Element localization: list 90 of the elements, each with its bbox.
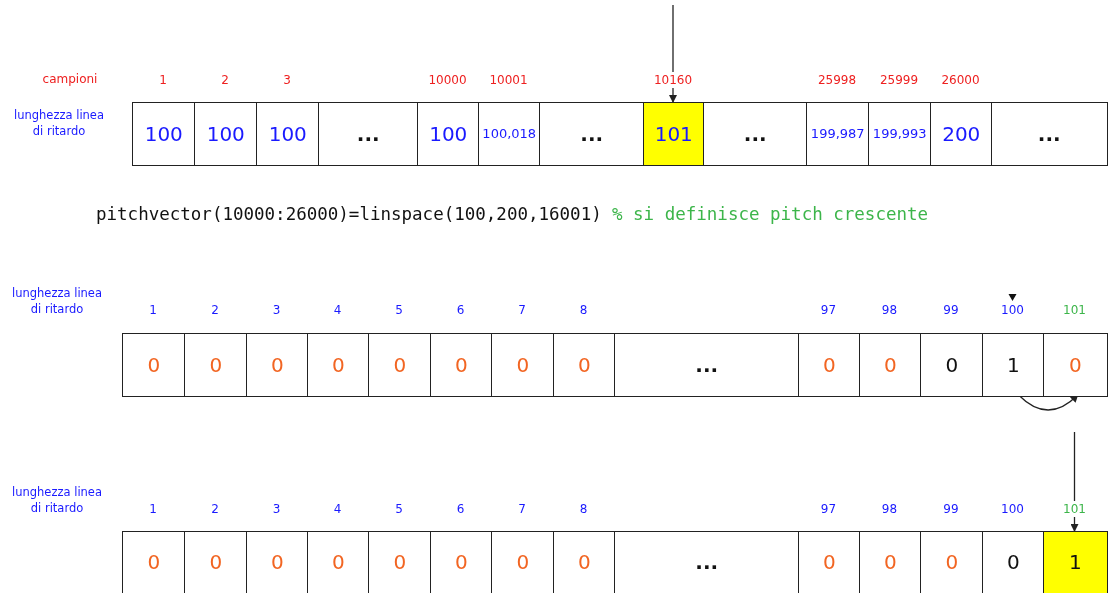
cell-value: 199,993 [872,126,927,142]
array-cell [539,102,645,166]
cell-value: 100 [144,121,183,146]
array-cell [859,333,922,397]
code-text: pitchvector(10000:26000)=linspace(100,200,16001) [96,204,602,224]
array-cell [614,531,800,593]
array-cell [256,102,320,166]
array-cell [184,531,248,593]
array-cell [307,333,370,397]
array-cell [553,531,616,593]
cell-value: 0 [1068,352,1082,377]
cell-value: 200 [942,121,981,146]
row-heading: lunghezza linea di ritardo [13,107,105,139]
cell-value: 100 [206,121,245,146]
array-cell [920,531,984,593]
array-cell [614,333,800,397]
cell-value: 0 [577,352,591,377]
cell-value: 0 [393,352,407,377]
array-cell [122,531,186,593]
array-cell [703,102,808,166]
cell-value: 0 [577,550,591,575]
code-comment: % si definisce pitch crescente [612,204,929,224]
cell-value: 0 [331,550,345,575]
cell-value: 0 [209,352,223,377]
cell-value: 100 [429,121,468,146]
row-heading: campioni [41,72,99,86]
cell-value: 0 [209,550,223,575]
array-cell [478,102,541,166]
array-cell [318,102,419,166]
array-cell [368,531,432,593]
array-cell [868,102,932,166]
cell-value: 100 [268,121,307,146]
cell-value: 1 [1068,550,1082,575]
cell-value: 0 [516,352,530,377]
array-cell [806,102,870,166]
cell-value: 0 [454,550,468,575]
cell-value: ... [580,121,604,146]
cell-value: 0 [147,550,161,575]
cell-value: 0 [454,352,468,377]
array-cell [920,333,984,397]
cell-value: 0 [270,352,284,377]
index-label: 10160 [652,72,694,88]
array-cell [491,531,555,593]
cell-value: 0 [147,352,161,377]
array-cell [194,102,258,166]
array-cell [982,531,1045,593]
array-cell [417,102,480,166]
array-cell [184,333,248,397]
array-cell [368,333,432,397]
array-cell [132,102,196,166]
array-cell [430,531,493,593]
cell-value: ... [356,121,380,146]
row-heading: lunghezza linea di ritardo [11,484,103,516]
cell-value: 0 [945,352,959,377]
cell-value: 0 [516,550,530,575]
cell-value: 199,987 [810,126,865,142]
cell-value: 1 [1006,352,1020,377]
cell-value: 0 [1006,550,1020,575]
array-cell [246,531,309,593]
cell-value: 0 [822,352,836,377]
array-cell [798,333,861,397]
cell-value: ... [695,352,719,377]
cell-value: 0 [270,550,284,575]
cell-value: ... [695,550,719,575]
array-cell [991,102,1108,166]
array-cell [1043,333,1108,397]
array-cell [122,333,186,397]
array-cell [859,531,922,593]
array-cell [307,531,370,593]
array-cell [246,333,309,397]
array-cell [982,333,1045,397]
cell-value: 0 [945,550,959,575]
cell-value: ... [1037,121,1061,146]
highlighted-array-cell [1043,531,1108,593]
row-heading: lunghezza linea di ritardo [11,285,103,317]
cell-value: 0 [393,550,407,575]
highlighted-array-cell [643,102,705,166]
cell-value: 0 [822,550,836,575]
cell-value: 0 [331,352,345,377]
array-cell [491,333,555,397]
cell-value: ... [743,121,767,146]
cell-value: 0 [883,550,897,575]
index-label: 101 [1062,501,1087,517]
cell-value: 101 [654,121,693,146]
array-cell [553,333,616,397]
cell-value: 0 [883,352,897,377]
cell-value: 100,018 [482,126,537,142]
array-cell [930,102,993,166]
array-cell [430,333,493,397]
array-cell [798,531,861,593]
